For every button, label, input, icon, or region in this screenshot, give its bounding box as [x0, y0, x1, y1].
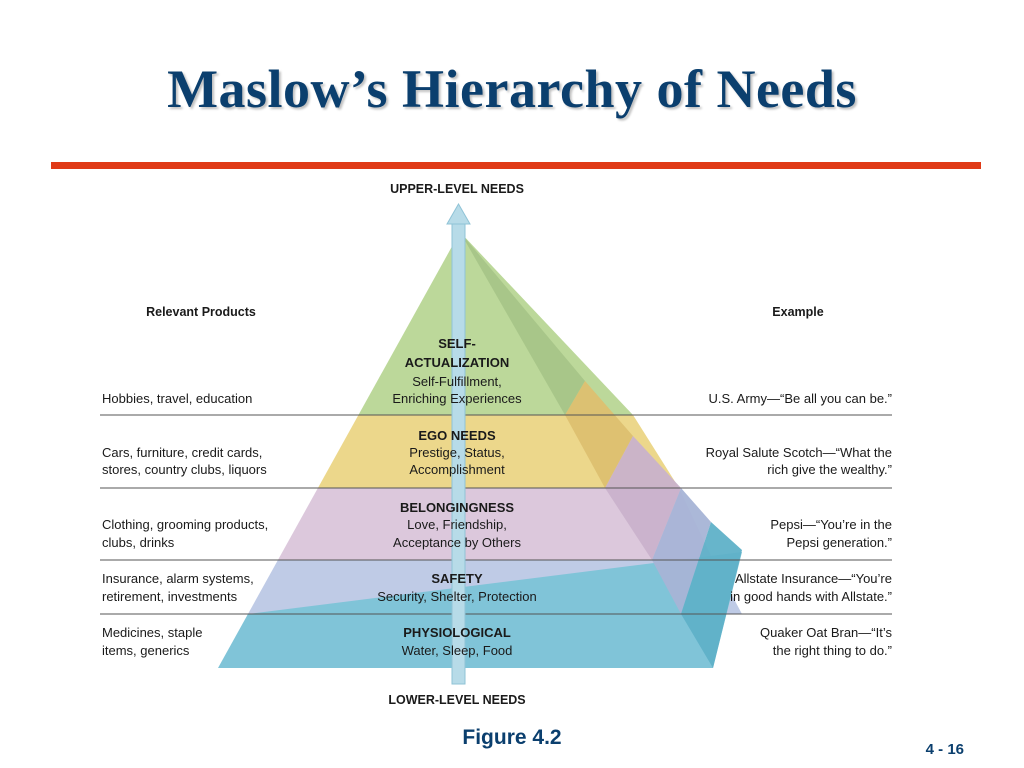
slide-title: Maslow’s Hierarchy of Needs: [167, 59, 857, 119]
level-2-description: Prestige, Status,: [409, 445, 504, 460]
level-3-title: BELONGINGNESS: [400, 500, 514, 515]
level-4-description: Security, Shelter, Protection: [377, 589, 536, 604]
level-1-example: U.S. Army—“Be all you can be.”: [708, 391, 892, 406]
level-3-example: Pepsi generation.”: [786, 535, 892, 550]
level-4-example: in good hands with Allstate.”: [730, 589, 892, 604]
level-2-description: Accomplishment: [409, 462, 505, 477]
level-3-description: Love, Friendship,: [407, 517, 507, 532]
title-divider: [51, 162, 981, 169]
level-2-products: Cars, furniture, credit cards,: [102, 445, 262, 460]
pyramid-side-faces: [460, 232, 742, 668]
level-2-products: stores, country clubs, liquors: [102, 462, 267, 477]
level-1-description: Enriching Experiences: [392, 391, 522, 406]
pyramid-side-face-3: [605, 436, 681, 560]
up-arrow: [446, 202, 471, 685]
pyramid-side-face-5: [681, 522, 742, 668]
level-4-products: retirement, investments: [102, 589, 238, 604]
level-5-example: the right thing to do.”: [773, 643, 892, 658]
relevant-products-header: Relevant Products: [146, 305, 256, 319]
level-2-example: Royal Salute Scotch—“What the: [706, 445, 892, 460]
level-5-description: Water, Sleep, Food: [402, 643, 513, 658]
upper-level-needs-label: UPPER-LEVEL NEEDS: [390, 182, 524, 196]
level-1-title: SELF-: [438, 336, 476, 351]
level-2-title: EGO NEEDS: [418, 428, 496, 443]
level-1-products: Hobbies, travel, education: [102, 391, 252, 406]
pyramid-side-face-2: [565, 381, 633, 488]
row-dividers: [100, 414, 892, 615]
page-number: 4 - 16: [925, 741, 964, 758]
level-2-example: rich give the wealthy.”: [767, 462, 892, 477]
level-4-title: SAFETY: [431, 571, 483, 586]
level-3-example: Pepsi—“You’re in the: [770, 517, 892, 532]
diagram-labels: UPPER-LEVEL NEEDS LOWER-LEVEL NEEDS Releva…: [102, 182, 892, 707]
pyramid-band-5: [218, 552, 742, 668]
level-5-products: Medicines, staple: [102, 625, 202, 640]
figure-caption: Figure 4.2: [462, 726, 562, 749]
pyramid-side-face-1: [460, 232, 585, 415]
level-3-products: Clothing, grooming products,: [102, 517, 268, 532]
level-5-title: PHYSIOLOGICAL: [403, 625, 511, 640]
level-4-products: Insurance, alarm systems,: [102, 571, 254, 586]
level-5-products: items, generics: [102, 643, 190, 658]
pyramid-band-3: [277, 488, 713, 560]
level-1-title: ACTUALIZATION: [405, 355, 509, 370]
pyramid-side-face-4: [652, 488, 711, 614]
arrow-head-icon: [446, 202, 471, 225]
lower-level-needs-label: LOWER-LEVEL NEEDS: [388, 693, 525, 707]
level-4-example: Allstate Insurance—“You’re: [735, 571, 892, 586]
level-5-example: Quaker Oat Bran—“It’s: [760, 625, 892, 640]
level-3-products: clubs, drinks: [102, 535, 175, 550]
example-header: Example: [772, 305, 823, 319]
level-3-description: Acceptance by Others: [393, 535, 521, 550]
level-1-description: Self-Fulfillment,: [412, 374, 502, 389]
